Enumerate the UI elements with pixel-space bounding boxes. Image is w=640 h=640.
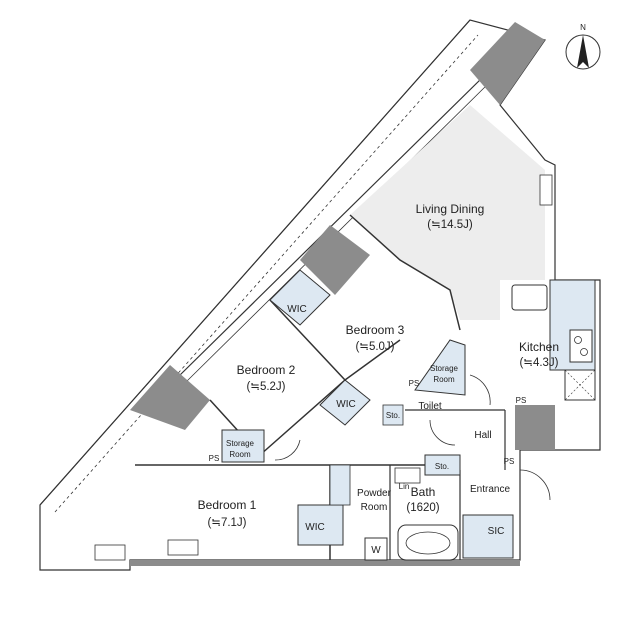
toilet-storage [382,404,404,426]
bedroom1-name: Bedroom 1 [198,498,257,512]
ac-unit [94,544,126,561]
storage-room-label-1b: Room [433,375,455,384]
bath-name: Bath [411,485,436,499]
column [515,405,555,450]
ps-label-kitchen: PS [516,396,527,405]
bedroom3-name: Bedroom 3 [346,323,405,337]
toilet-label: Toilet [418,401,442,412]
wic-bedroom1 [297,504,344,546]
kitchen-name: Kitchen [519,340,559,354]
bedroom2-name: Bedroom 2 [237,363,296,377]
entrance-label: Entrance [470,484,510,495]
washer [364,537,388,561]
living-dining-area: (≒14.5J) [427,219,473,231]
column-bottom-wall [130,560,520,566]
storage-room-bedroom3 [414,339,466,396]
ps-label-hall: PS [504,457,515,466]
wic-label-bedroom3: WIC [336,399,355,410]
wic-bedroom1-upper [329,464,351,506]
ac-unit [167,539,199,556]
hall-storage [424,454,461,476]
balcony-rail-inner [54,34,479,513]
column [130,365,210,430]
hall-label: Hall [474,430,491,441]
powder-room-line1: Powder [357,488,392,499]
stove [569,329,593,363]
ps-label-toilet: PS [409,379,420,388]
kitchen-area: (≒4.3J) [519,357,558,369]
fridge-cross [564,369,596,401]
door-swing [429,419,456,446]
wall-bedroom3-living [349,214,461,331]
kitchen-island [511,284,548,311]
bedroom3-area: (≒5.0J) [355,341,394,353]
ac-unit [539,174,553,206]
door-swing [274,439,301,461]
bedroom2-area: (≒5.2J) [246,381,285,393]
storage-room-label-2a: Storage [226,439,255,448]
column [470,22,545,105]
bathtub [397,524,459,561]
storage-room-bedroom2 [221,429,265,463]
balcony-window-line [179,74,486,376]
sto-label-toilet: Sto. [386,411,400,420]
bedroom1-area: (≒7.1J) [207,517,246,529]
bath-size: (1620) [406,502,439,514]
living-dining-name: Living Dining [416,202,485,216]
ps-label-bedroom: PS [209,454,220,463]
sic-label: SIC [488,526,505,537]
sic [462,514,514,559]
door-swing [469,374,491,406]
north-compass: N [565,23,601,70]
burner [574,336,582,344]
living-dining-shade [350,105,545,320]
sto-label-hall: Sto. [435,462,449,471]
door-swing [519,469,551,501]
wic-label-bedroom2: WIC [287,304,306,315]
burner [580,348,588,356]
bathtub-inner [405,531,451,555]
washer-label: W [371,545,381,556]
lin-label: Lin [399,482,410,491]
storage-room-label-1a: Storage [430,364,459,373]
compass-arrow [577,35,589,68]
powder-room-line2: Room [361,502,388,513]
wic-bedroom2 [269,269,331,326]
balcony-rail [39,19,471,506]
column [300,225,370,295]
compass-label: N [580,23,586,32]
wic-label-bedroom1: WIC [305,522,324,533]
vanity [394,467,421,484]
wic-bedroom3 [319,379,371,426]
storage-room-label-2b: Room [229,450,251,459]
